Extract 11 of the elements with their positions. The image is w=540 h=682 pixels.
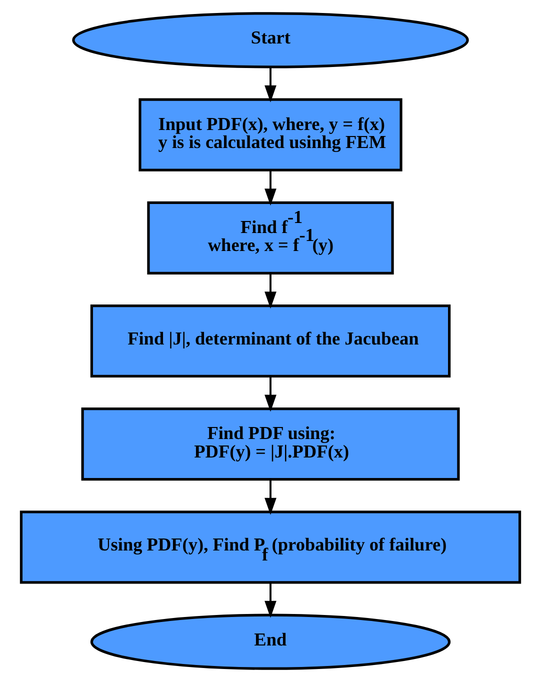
node-box: Input PDF(x), where, y = f(x) y is is calculated usinhg FEM: [138, 98, 402, 172]
node-ellipse: Start: [72, 12, 468, 68]
arrow: [264, 170, 276, 206]
node-ellipse: End: [90, 614, 450, 670]
arrow: [264, 273, 276, 309]
arrow: [264, 376, 276, 412]
arrow: [264, 67, 276, 102]
node-box: Find |J|, determinant of the Jacubean: [90, 304, 450, 378]
node-box: Find PDF using: PDF(y) = |J|.PDF(x): [80, 408, 460, 481]
arrow: [264, 582, 276, 618]
arrow: [264, 479, 276, 515]
